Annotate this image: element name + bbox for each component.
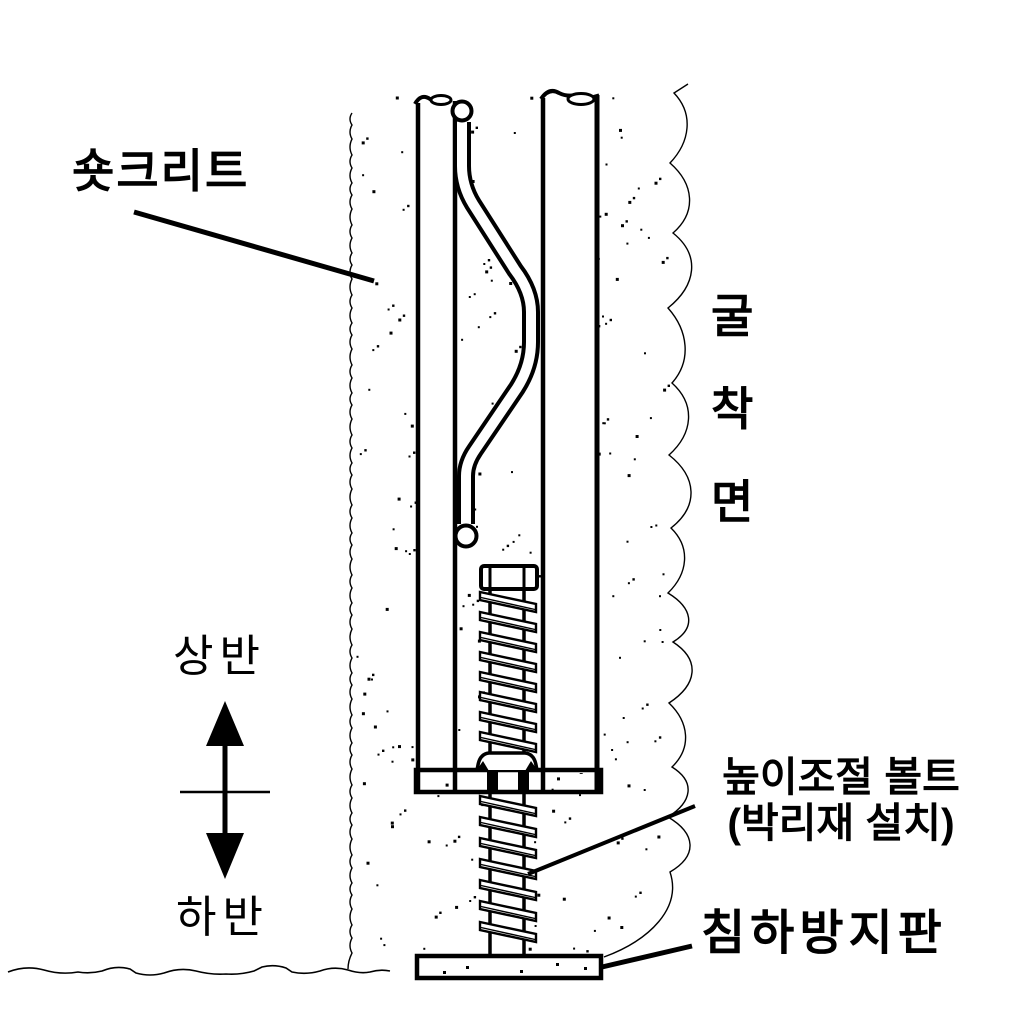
lower-half-label: 하반	[176, 893, 269, 942]
excavation-face-char-3: 면	[711, 476, 754, 528]
height-adjust-bolt-label-line2: (박리재 설치)	[727, 800, 955, 846]
bolt-threads	[478, 590, 538, 944]
arrow-up-head	[206, 701, 244, 746]
excavation-face-char-1: 굴	[711, 290, 754, 342]
excavation-face-char-2: 착	[711, 383, 754, 435]
support-flange-bar	[413, 751, 604, 795]
rod-top-loop	[450, 99, 474, 123]
arrow-down-head	[206, 833, 244, 879]
height-adjust-bolt-label: 높이조절 볼트 (박리재 설치)	[683, 754, 999, 846]
upper-half-label: 상반	[173, 632, 266, 681]
excavation-face-label: 굴 착 면	[711, 290, 754, 571]
bolt-leader-line	[527, 804, 696, 876]
plate-leader-line	[601, 943, 693, 970]
right-pipe	[539, 89, 600, 792]
ground-line	[7, 964, 391, 976]
rod-bottom-hook	[453, 523, 479, 549]
adjust-nut	[475, 751, 539, 771]
settlement-plate-label: 침하방지판	[701, 907, 947, 960]
up-down-arrow	[180, 701, 270, 879]
shotcrete-label: 숏크리트	[72, 145, 250, 197]
shotcrete-left-boundary	[347, 112, 353, 970]
bent-anchor-rod	[450, 99, 540, 549]
settlement-prevention-plate	[414, 953, 604, 981]
height-adjust-bolt-label-line1: 높이조절 볼트	[722, 754, 960, 800]
shotcrete-leader-line	[133, 209, 375, 284]
left-pipe	[413, 94, 458, 792]
